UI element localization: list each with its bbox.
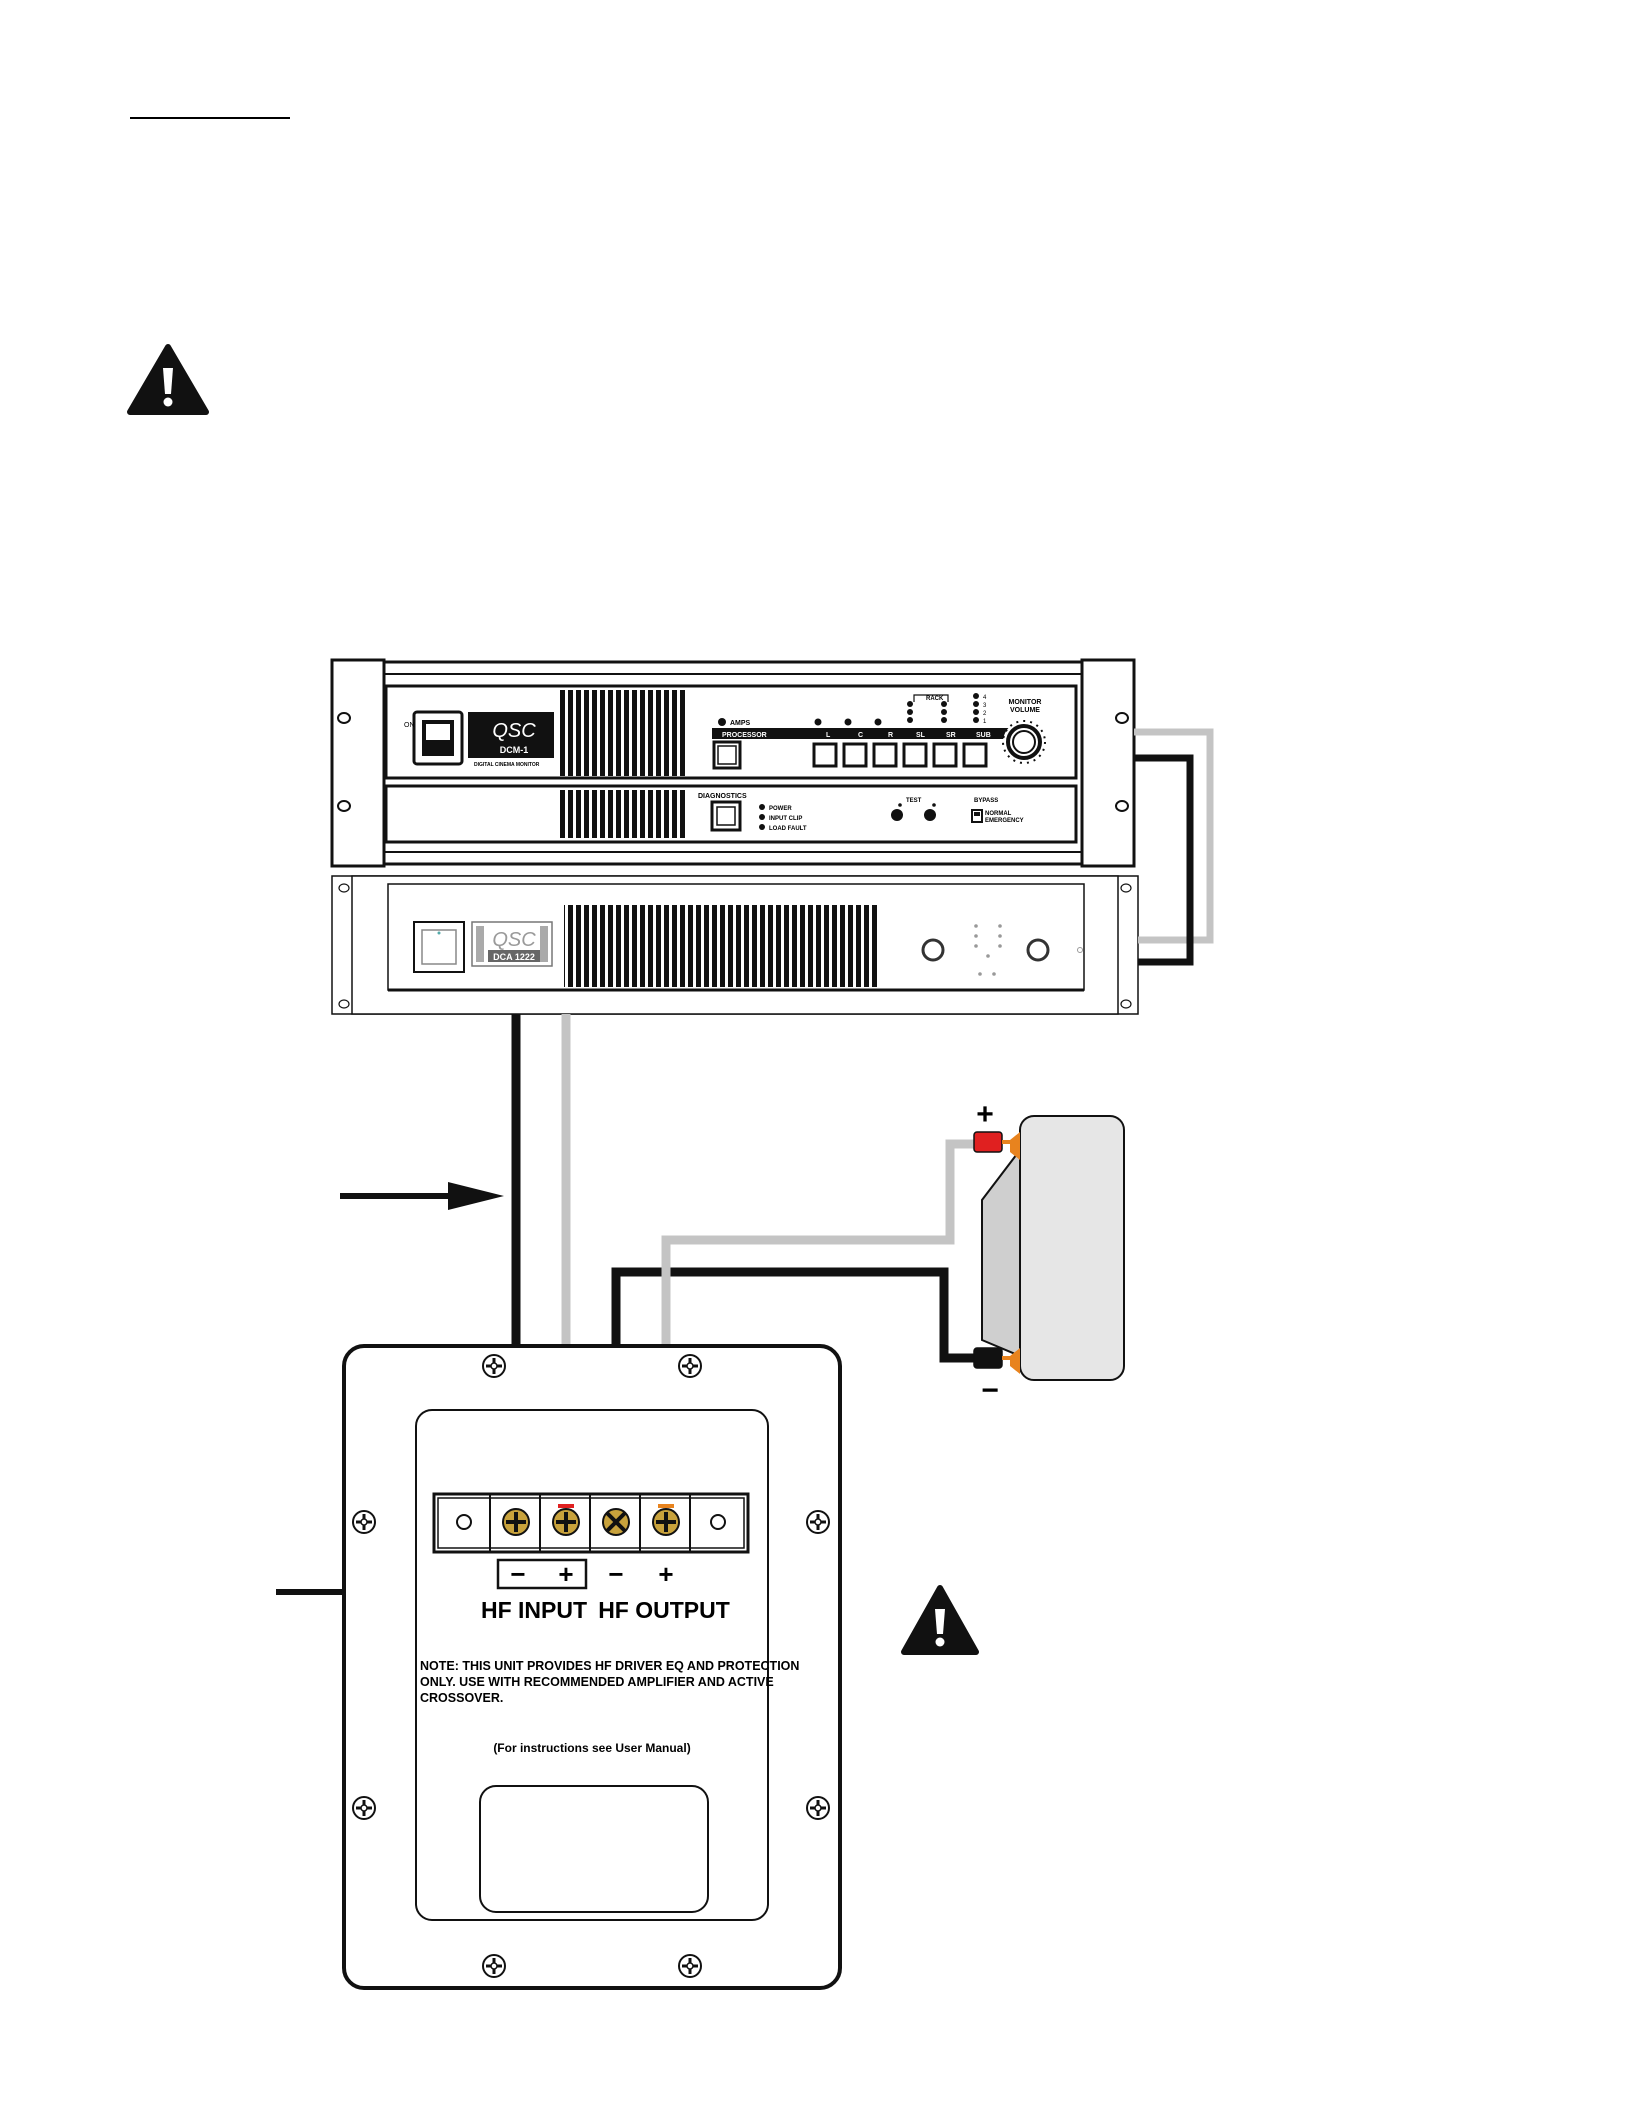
rack-label: RACK <box>926 696 944 702</box>
rack-number: 2 <box>983 711 987 717</box>
rack-number: 1 <box>983 719 987 725</box>
panel-screw <box>805 1795 831 1821</box>
panel-instructions: (For instructions see User Manual) <box>493 1741 690 1755</box>
bypass-option: EMERGENCY <box>985 818 1024 824</box>
input-minus-label: − <box>510 1559 525 1589</box>
dca1222-amplifier: QSC DCA 1222 <box>331 875 1139 1015</box>
processor-vent-upper <box>560 690 688 776</box>
driver-minus-label: − <box>981 1374 999 1407</box>
dcm1-processor: ON QSC DCM-1 DIGITAL CINEMA MONITOR AMPS… <box>330 658 1136 868</box>
arrow-to-wire <box>340 1182 504 1210</box>
channel-label: SL <box>916 732 926 739</box>
output-minus-label: − <box>608 1559 623 1589</box>
warning-icon <box>901 1585 979 1655</box>
driver-plus-label: + <box>976 1098 994 1131</box>
hf-driver: + − <box>973 1098 1125 1407</box>
processor-model: DCM-1 <box>500 745 529 755</box>
channel-button[interactable] <box>902 742 928 768</box>
processor-vent-lower <box>560 790 688 838</box>
panel-screw <box>805 1509 831 1535</box>
diag-led-label: POWER <box>769 806 792 812</box>
amps-label: AMPS <box>730 720 751 727</box>
hf-output-label: HF OUTPUT <box>598 1597 730 1623</box>
amplifier-vent <box>564 905 878 987</box>
bypass-label: BYPASS <box>974 798 998 804</box>
panel-note-line: NOTE: THIS UNIT PROVIDES HF DRIVER EQ AN… <box>420 1659 799 1673</box>
amplifier-controls <box>921 924 1083 976</box>
amp-knob[interactable] <box>921 938 945 962</box>
processor-subtitle: DIGITAL CINEMA MONITOR <box>474 762 540 768</box>
channel-label: C <box>858 732 863 739</box>
driver-cone <box>981 1147 1021 1358</box>
driver-body <box>1019 1115 1125 1381</box>
monitor-volume-label: MONITOR <box>1009 699 1042 706</box>
output-to-speaker-gray <box>661 1139 976 1522</box>
processor-buttons <box>712 740 988 770</box>
input-plus-label: + <box>558 1559 573 1589</box>
channel-button[interactable] <box>872 742 898 768</box>
test-buttons <box>891 803 936 821</box>
terminal-screw <box>652 1504 680 1536</box>
test-button[interactable] <box>924 809 936 821</box>
diag-led-label: INPUT CLIP <box>769 816 802 822</box>
qsc-dca1222-logo: QSC DCA 1222 <box>471 921 553 967</box>
monitor-volume-label: VOLUME <box>1010 707 1040 714</box>
channel-label: SUB <box>976 732 991 739</box>
test-button[interactable] <box>891 809 903 821</box>
processor-label: PROCESSOR <box>722 732 767 739</box>
panel-screw <box>677 1953 703 1979</box>
channel-button[interactable] <box>842 742 868 768</box>
amplifier-brand: QSC <box>492 929 536 951</box>
rack-number: 4 <box>983 695 987 701</box>
amplifier-model: DCA 1222 <box>493 952 535 962</box>
hf-processor-panel: − + − + HF INPUT HF OUTPUT NOTE: THIS UN… <box>342 1344 842 1990</box>
panel-screw <box>677 1353 703 1379</box>
panel-screw <box>481 1953 507 1979</box>
terminal-screw <box>502 1508 530 1536</box>
rack-leds: 4 3 2 1 <box>907 693 987 725</box>
test-label: TEST <box>906 798 922 804</box>
panel-screw <box>351 1795 377 1821</box>
terminal-strip <box>432 1492 750 1554</box>
hf-input-label: HF INPUT <box>481 1597 587 1623</box>
warning-icon <box>127 344 209 415</box>
panel-window <box>479 1785 709 1913</box>
channel-label: SR <box>946 732 956 739</box>
diagnostic-leds: POWER INPUT CLIP LOAD FAULT <box>759 804 807 832</box>
channel-button[interactable] <box>932 742 958 768</box>
rack-number: 3 <box>983 703 987 709</box>
channel-button[interactable] <box>812 742 838 768</box>
hf-input-polarity-box <box>496 1558 588 1590</box>
diag-led-label: LOAD FAULT <box>769 826 807 832</box>
channel-labels: L C R SL SR SUB <box>826 732 991 739</box>
panel-note-line: CROSSOVER. <box>420 1691 503 1705</box>
link-wire-gray <box>1134 728 1214 944</box>
driver-minus-terminal <box>973 1347 1003 1369</box>
panel-note-line: ONLY. USE WITH RECOMMENDED AMPLIFIER AND… <box>420 1675 774 1689</box>
panel-screw <box>481 1353 507 1379</box>
channel-button[interactable] <box>962 742 988 768</box>
power-switch-label: ON <box>404 722 415 729</box>
qsc-dcm1-logo: QSC DCM-1 DIGITAL CINEMA MONITOR <box>468 712 554 768</box>
panel-screw <box>351 1509 377 1535</box>
monitor-volume-knob[interactable] <box>1002 720 1046 764</box>
terminal-screw <box>552 1504 580 1536</box>
channel-label: L <box>826 732 831 739</box>
link-wire-black <box>1134 754 1194 966</box>
bypass-option: NORMAL <box>985 811 1012 817</box>
driver-plus-terminal <box>973 1131 1003 1153</box>
diagnostics-label: DIAGNOSTICS <box>698 793 747 800</box>
processor-brand: QSC <box>492 720 536 742</box>
output-plus-label: + <box>658 1559 673 1589</box>
amp-knob[interactable] <box>1026 938 1050 962</box>
channel-label: R <box>888 732 893 739</box>
terminal-screw <box>602 1508 630 1536</box>
